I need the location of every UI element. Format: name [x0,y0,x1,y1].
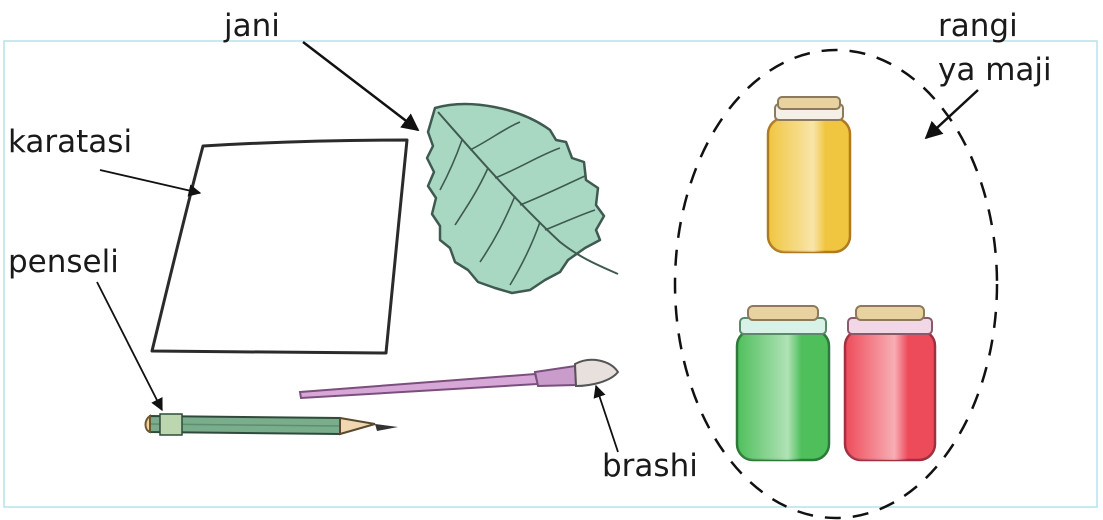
label-leaf: jani [223,8,280,44]
arrow-leaf [303,42,418,130]
paint-jar-green [737,306,829,460]
label-brush: brashi [602,448,698,484]
label-pencil: penseli [8,244,119,280]
paper-sheet [152,140,407,353]
arrow-brush [596,386,618,452]
label-paints-line2: ya maji [938,52,1052,88]
paint-jar-red [845,306,935,460]
pencil [146,414,399,435]
label-paints-line1: rangi [938,8,1018,44]
label-paper: karatasi [8,124,132,160]
arrow-paper [100,170,200,193]
leaf [427,104,618,293]
paint-jar-yellow [768,97,850,252]
paintbrush [300,360,618,398]
